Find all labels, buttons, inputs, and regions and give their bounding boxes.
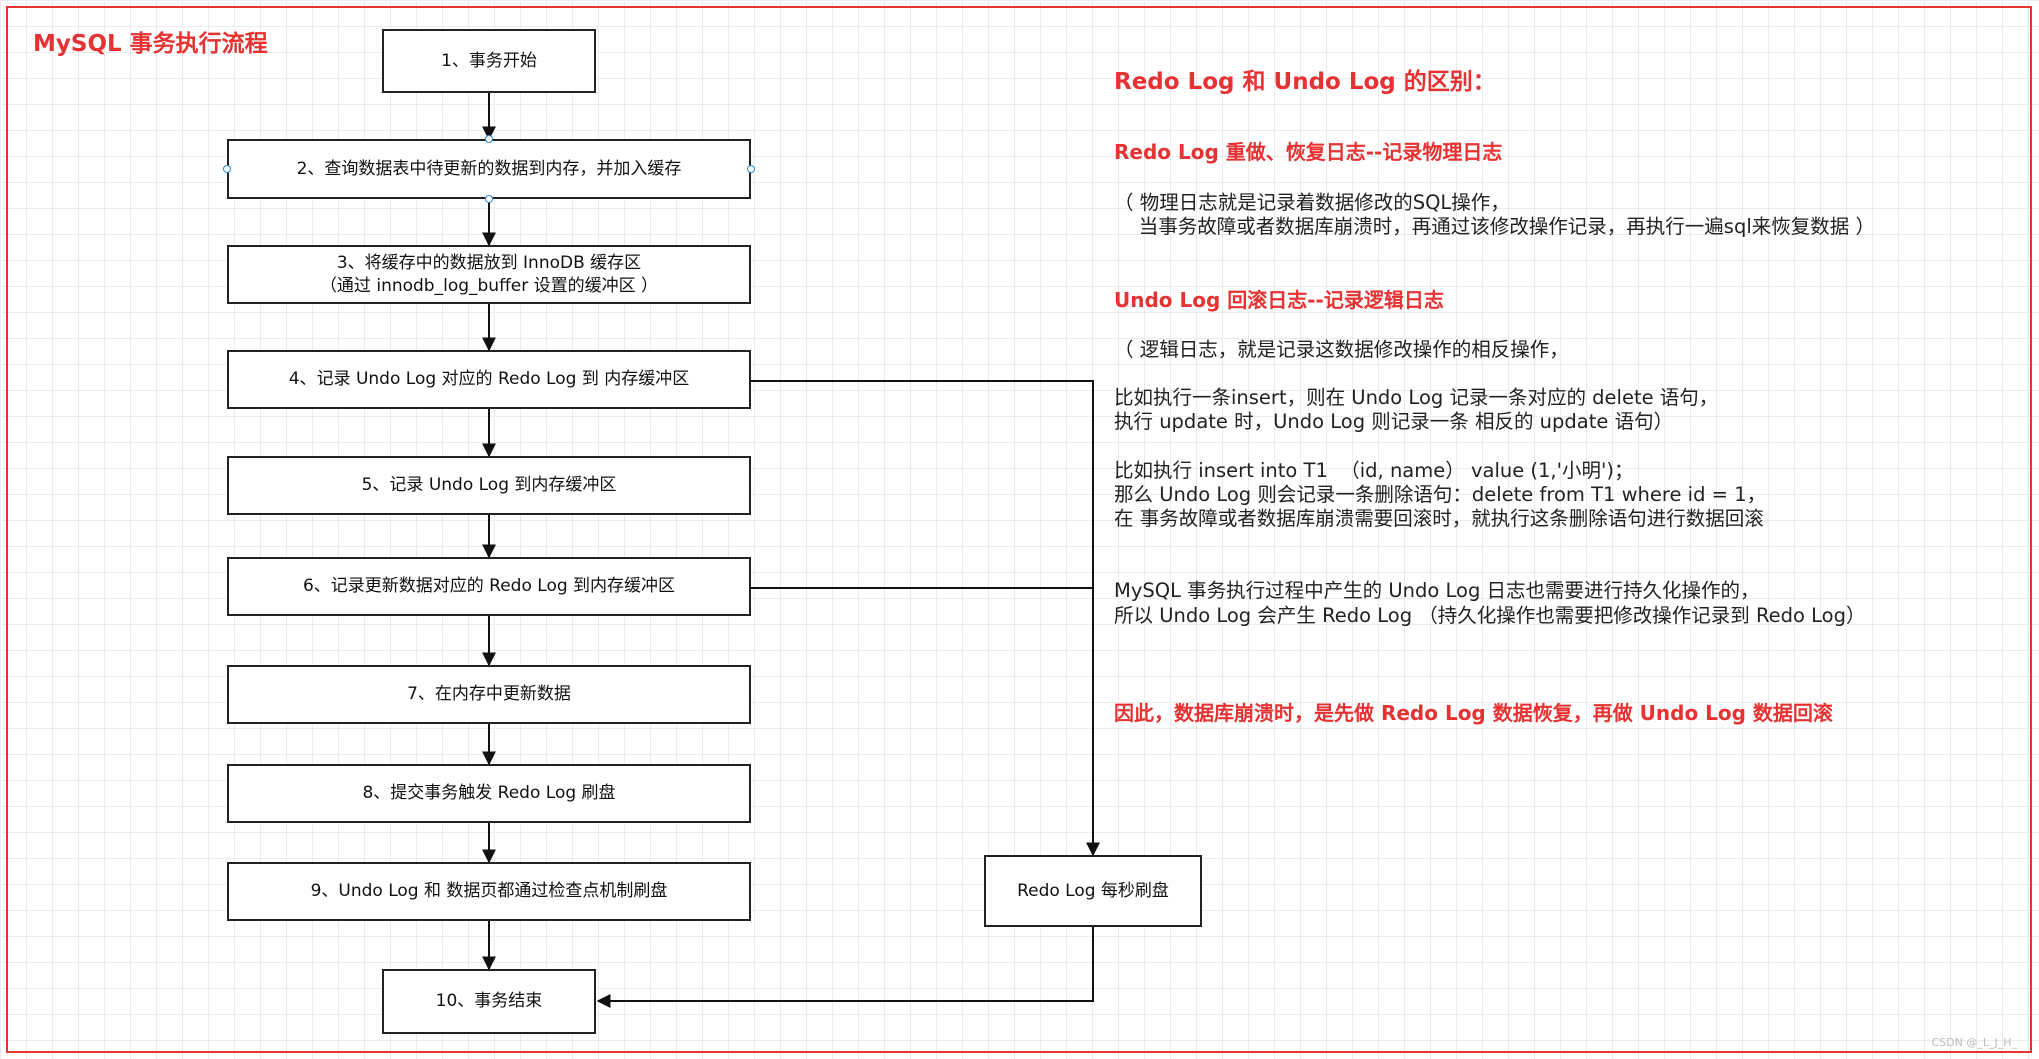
step-1-box: 1、事务开始 bbox=[382, 29, 596, 93]
redo-log-desc-line-1: （ 物理日志就是记录着数据修改的SQL操作， bbox=[1114, 191, 1510, 214]
redo-log-flush-box: Redo Log 每秒刷盘 bbox=[984, 855, 1202, 927]
example-line-3: 在 事务故障或者数据库崩溃需要回滚时，就执行这条删除语句进行数据回滚 bbox=[1114, 507, 1764, 530]
undo-log-desc-line-3: 执行 update 时，Undo Log 则记录一条 相反的 update 语句… bbox=[1114, 410, 1674, 433]
diagram-title: MySQL 事务执行流程 bbox=[33, 31, 268, 57]
connector-step4-to-redo-flush bbox=[751, 380, 1100, 857]
undo-log-desc-line-2: 比如执行一条insert，则在 Undo Log 记录一条对应的 delete … bbox=[1114, 386, 1719, 409]
undo-log-title: Undo Log 回滚日志--记录逻辑日志 bbox=[1114, 288, 1444, 312]
notes-heading: Redo Log 和 Undo Log 的区别： bbox=[1114, 69, 1496, 95]
step-10-box: 10、事务结束 bbox=[382, 969, 596, 1034]
undo-log-desc-line-1: （ 逻辑日志，就是记录这数据修改操作的相反操作， bbox=[1114, 338, 1569, 361]
step-5-label: 5、记录 Undo Log 到内存缓冲区 bbox=[361, 475, 617, 496]
selection-handle-left[interactable] bbox=[223, 165, 231, 173]
step-8-box: 8、提交事务触发 Redo Log 刷盘 bbox=[227, 764, 751, 823]
watermark: CSDN @_L_J_H_ bbox=[1931, 1036, 2017, 1049]
step-3-label-line-1: 3、将缓存中的数据放到 InnoDB 缓存区 bbox=[336, 253, 642, 274]
redo-log-desc-line-2: 当事务故障或者数据库崩溃时，再通过该修改操作记录，再执行一遍sql来恢复数据 ） bbox=[1114, 215, 1875, 238]
example-line-2: 那么 Undo Log 则会记录一条删除语句：delete from T1 wh… bbox=[1114, 483, 1767, 506]
step-2-box: 2、查询数据表中待更新的数据到内存，并加入缓存 bbox=[227, 139, 751, 199]
step-6-label: 6、记录更新数据对应的 Redo Log 到内存缓冲区 bbox=[302, 576, 676, 597]
redo-log-title: Redo Log 重做、恢复日志--记录物理日志 bbox=[1114, 140, 1503, 164]
step-4-label: 4、记录 Undo Log 对应的 Redo Log 到 内存缓冲区 bbox=[288, 369, 690, 390]
persist-line-1: MySQL 事务执行过程中产生的 Undo Log 日志也需要进行持久化操作的， bbox=[1114, 579, 1760, 602]
step-3-box: 3、将缓存中的数据放到 InnoDB 缓存区 （通过 innodb_log_bu… bbox=[227, 245, 751, 304]
step-1-label: 1、事务开始 bbox=[441, 50, 537, 71]
conclusion-text: 因此，数据库崩溃时，是先做 Redo Log 数据恢复，再做 Undo Log … bbox=[1114, 701, 1833, 725]
step-5-box: 5、记录 Undo Log 到内存缓冲区 bbox=[227, 456, 751, 515]
selection-handle-top[interactable] bbox=[485, 135, 493, 143]
step-8-label: 8、提交事务触发 Redo Log 刷盘 bbox=[362, 783, 616, 804]
example-line-1: 比如执行 insert into T1 （id, name） value (1,… bbox=[1114, 459, 1634, 482]
step-7-label: 7、在内存中更新数据 bbox=[407, 684, 571, 705]
redo-log-flush-label: Redo Log 每秒刷盘 bbox=[1017, 880, 1169, 901]
selection-handle-right[interactable] bbox=[747, 165, 755, 173]
step-10-label: 10、事务结束 bbox=[435, 991, 543, 1012]
step-9-label: 9、Undo Log 和 数据页都通过检查点机制刷盘 bbox=[310, 881, 668, 902]
diagram-frame bbox=[6, 6, 2032, 1053]
step-6-box: 6、记录更新数据对应的 Redo Log 到内存缓冲区 bbox=[227, 557, 751, 616]
persist-line-2: 所以 Undo Log 会产生 Redo Log （持久化操作也需要把修改操作记… bbox=[1114, 604, 1866, 627]
step-9-box: 9、Undo Log 和 数据页都通过检查点机制刷盘 bbox=[227, 862, 751, 921]
step-4-box: 4、记录 Undo Log 对应的 Redo Log 到 内存缓冲区 bbox=[227, 350, 751, 409]
selection-handle-bottom[interactable] bbox=[485, 195, 493, 203]
connector-redo-flush-to-end bbox=[596, 927, 1094, 1008]
step-3-label-line-2: （通过 innodb_log_buffer 设置的缓冲区 ） bbox=[319, 275, 659, 296]
step-2-label: 2、查询数据表中待更新的数据到内存，并加入缓存 bbox=[296, 158, 682, 179]
step-7-box: 7、在内存中更新数据 bbox=[227, 665, 751, 724]
